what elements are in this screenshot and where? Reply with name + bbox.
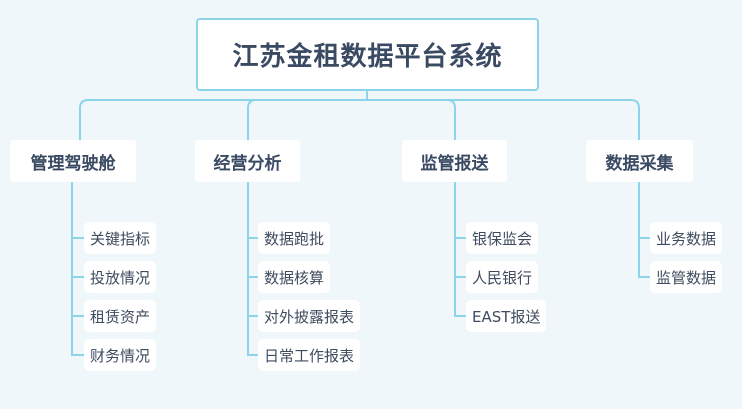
branch-drop-line — [446, 99, 456, 140]
leaf-connector-line — [454, 182, 466, 317]
leaf-connector-line — [71, 182, 84, 356]
leaf-node: EAST报送 — [466, 300, 547, 332]
branch-drop-line — [247, 99, 257, 140]
leaf-node: 银保监会 — [466, 222, 539, 254]
leaf-node: 业务数据 — [650, 222, 723, 254]
root-node-title: 江苏金租数据平台系统 — [196, 18, 539, 91]
leaf-node: 人民银行 — [466, 261, 539, 293]
leaf-node: 数据跑批 — [258, 222, 331, 254]
branch-node-business-analysis: 经营分析 — [195, 140, 300, 182]
leaf-node: 财务情况 — [84, 339, 157, 371]
leaf-node: 投放情况 — [84, 261, 157, 293]
leaf-node: 监管数据 — [650, 261, 723, 293]
leaf-connector-line — [638, 182, 650, 278]
leaf-node: 对外披露报表 — [258, 300, 361, 332]
leaf-connector-line — [247, 182, 258, 356]
leaf-node: 租赁资产 — [84, 300, 157, 332]
leaf-node: 日常工作报表 — [258, 339, 361, 371]
leaf-node: 数据核算 — [258, 261, 331, 293]
branch-bus-line — [79, 99, 640, 140]
branch-node-regulatory-reporting: 监管报送 — [402, 140, 507, 182]
branch-node-management-cockpit: 管理驾驶舱 — [10, 140, 136, 182]
leaf-node: 关键指标 — [84, 222, 157, 254]
branch-node-data-collection: 数据采集 — [586, 140, 693, 182]
